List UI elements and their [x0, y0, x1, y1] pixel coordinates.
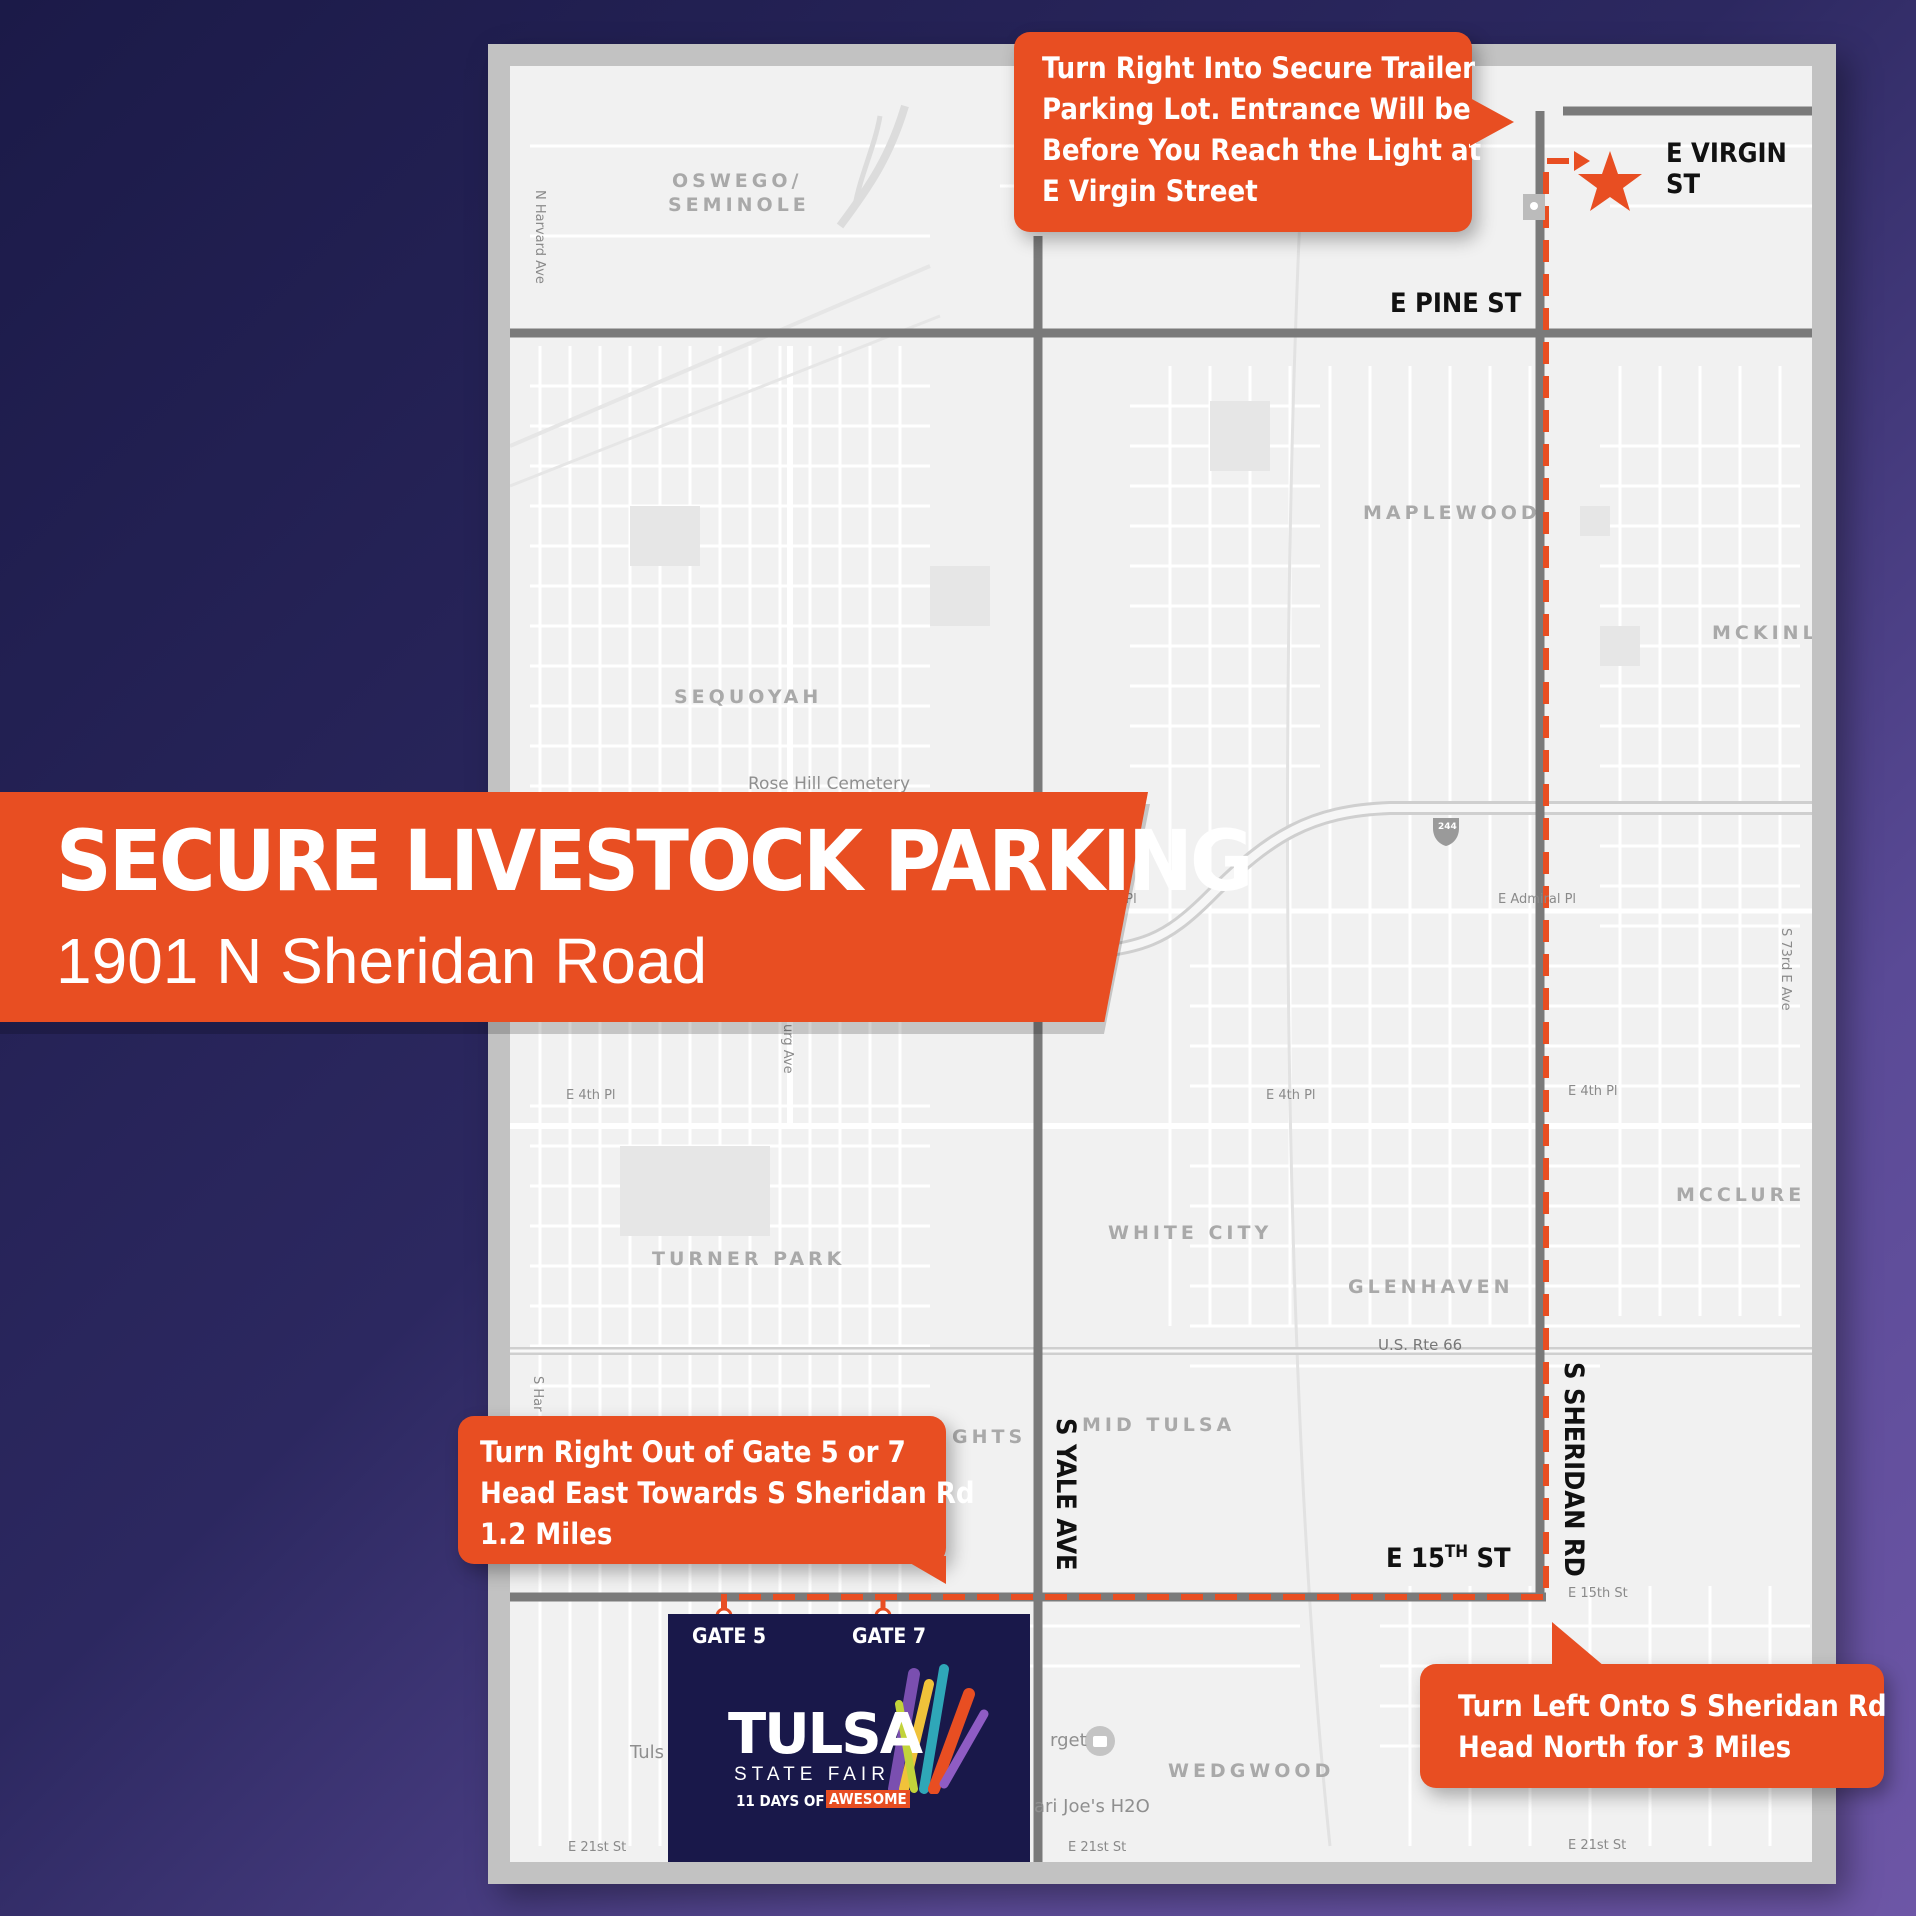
- label-e-15th-st: E 15TH ST: [1386, 1542, 1511, 1574]
- neighborhood-turner-park: TURNER PARK: [652, 1248, 846, 1270]
- label-safari: ari Joe's H2O: [1034, 1796, 1150, 1817]
- callout-top-pointer: [1470, 98, 1514, 146]
- label-e4th-mid: E 4th Pl: [1266, 1088, 1316, 1103]
- neighborhood-glenhaven: GLENHAVEN: [1348, 1276, 1514, 1298]
- neighborhood-oswego: OSWEGO/: [672, 170, 803, 192]
- logo-tagline-highlight: AWESOME: [826, 1790, 910, 1808]
- star-icon: [1578, 151, 1642, 211]
- neighborhood-seminole: SEMINOLE: [668, 194, 810, 216]
- address-subtitle: 1901 N Sheridan Road: [56, 925, 708, 997]
- neighborhood-maplewood: MAPLEWOOD: [1363, 502, 1541, 524]
- interstate-shield-icon: [1433, 818, 1459, 846]
- label-e4th-left: E 4th Pl: [566, 1088, 616, 1103]
- tulsa-state-fair-logo: GATE 5 GATE 7 TULSA STATE FAIR 11 DAYS O…: [668, 1614, 1030, 1862]
- label-s-73rd: S 73rd E Ave: [1778, 928, 1793, 1011]
- neighborhood-heights: GHTS: [952, 1426, 1027, 1448]
- label-e21st-right: E 21st St: [1568, 1838, 1627, 1853]
- label-e21st-mid: E 21st St: [1068, 1840, 1127, 1855]
- label-e21st-left: E 21st St: [568, 1840, 627, 1855]
- callout-turn-right-into-lot: Turn Right Into Secure Trailer Parking L…: [1014, 32, 1481, 232]
- shopping-pin-icon: [1085, 1726, 1115, 1756]
- neighborhood-mid-tulsa: MID TULSA: [1082, 1414, 1236, 1436]
- callout-turn-left-sheridan: Turn Left Onto S Sheridan Rd Head North …: [1420, 1664, 1887, 1788]
- label-s-yale-ave: S YALE AVE: [1050, 1418, 1081, 1571]
- neighborhood-sequoyah: SEQUOYAH: [674, 686, 823, 708]
- logo-subtitle: STATE FAIR: [734, 1764, 890, 1785]
- map-frame: OSWEGO/ SEMINOLE MAPLEWOOD MCKINL SEQUOY…: [488, 44, 1836, 1884]
- label-e-pine-st: E PINE ST: [1390, 288, 1522, 319]
- street-grid: [510, 104, 1812, 1862]
- label-s-har: S Har: [530, 1376, 545, 1412]
- label-tuls: Tuls: [630, 1742, 665, 1763]
- callout-turn-right-out-gate: Turn Right Out of Gate 5 or 7 Head East …: [458, 1416, 975, 1564]
- label-e4th-right: E 4th Pl: [1568, 1084, 1618, 1099]
- callout-left-pointer: [898, 1556, 946, 1584]
- title-banner: [0, 792, 1148, 1022]
- label-e-admiral: E Admiral Pl: [1498, 892, 1577, 907]
- fireworks-logo-icon: [888, 1664, 989, 1794]
- label-urg-ave: urg Ave: [780, 1024, 795, 1074]
- logo-tagline: 11 DAYS OF: [736, 1792, 825, 1810]
- neighborhood-white-city: WHITE CITY: [1108, 1222, 1273, 1244]
- label-target: rget: [1050, 1730, 1087, 1751]
- label-e15th-small: E 15th St: [1568, 1586, 1628, 1601]
- label-e-virgin-st: E VIRGIN ST: [1666, 138, 1787, 200]
- gate-5-label: GATE 5: [692, 1624, 767, 1648]
- callout-right-pointer: [1552, 1622, 1604, 1666]
- neighborhood-wedgwood: WEDGWOOD: [1168, 1760, 1335, 1782]
- page-title: SECURE LIVESTOCK PARKING: [56, 812, 1253, 910]
- neighborhood-mcclure: MCCLURE: [1676, 1184, 1806, 1206]
- label-us-66: U.S. Rte 66: [1378, 1336, 1463, 1354]
- label-s-sheridan-rd: S SHERIDAN RD: [1558, 1362, 1589, 1577]
- label-n-harvard: N Harvard Ave: [532, 190, 547, 284]
- logo-title: TULSA: [728, 1702, 923, 1767]
- gate-7-label: GATE 7: [852, 1624, 927, 1648]
- label-rose-hill: Rose Hill Cemetery: [748, 774, 911, 794]
- neighborhood-mckinley: MCKINL: [1712, 622, 1812, 644]
- label-i244: 244: [1438, 822, 1457, 832]
